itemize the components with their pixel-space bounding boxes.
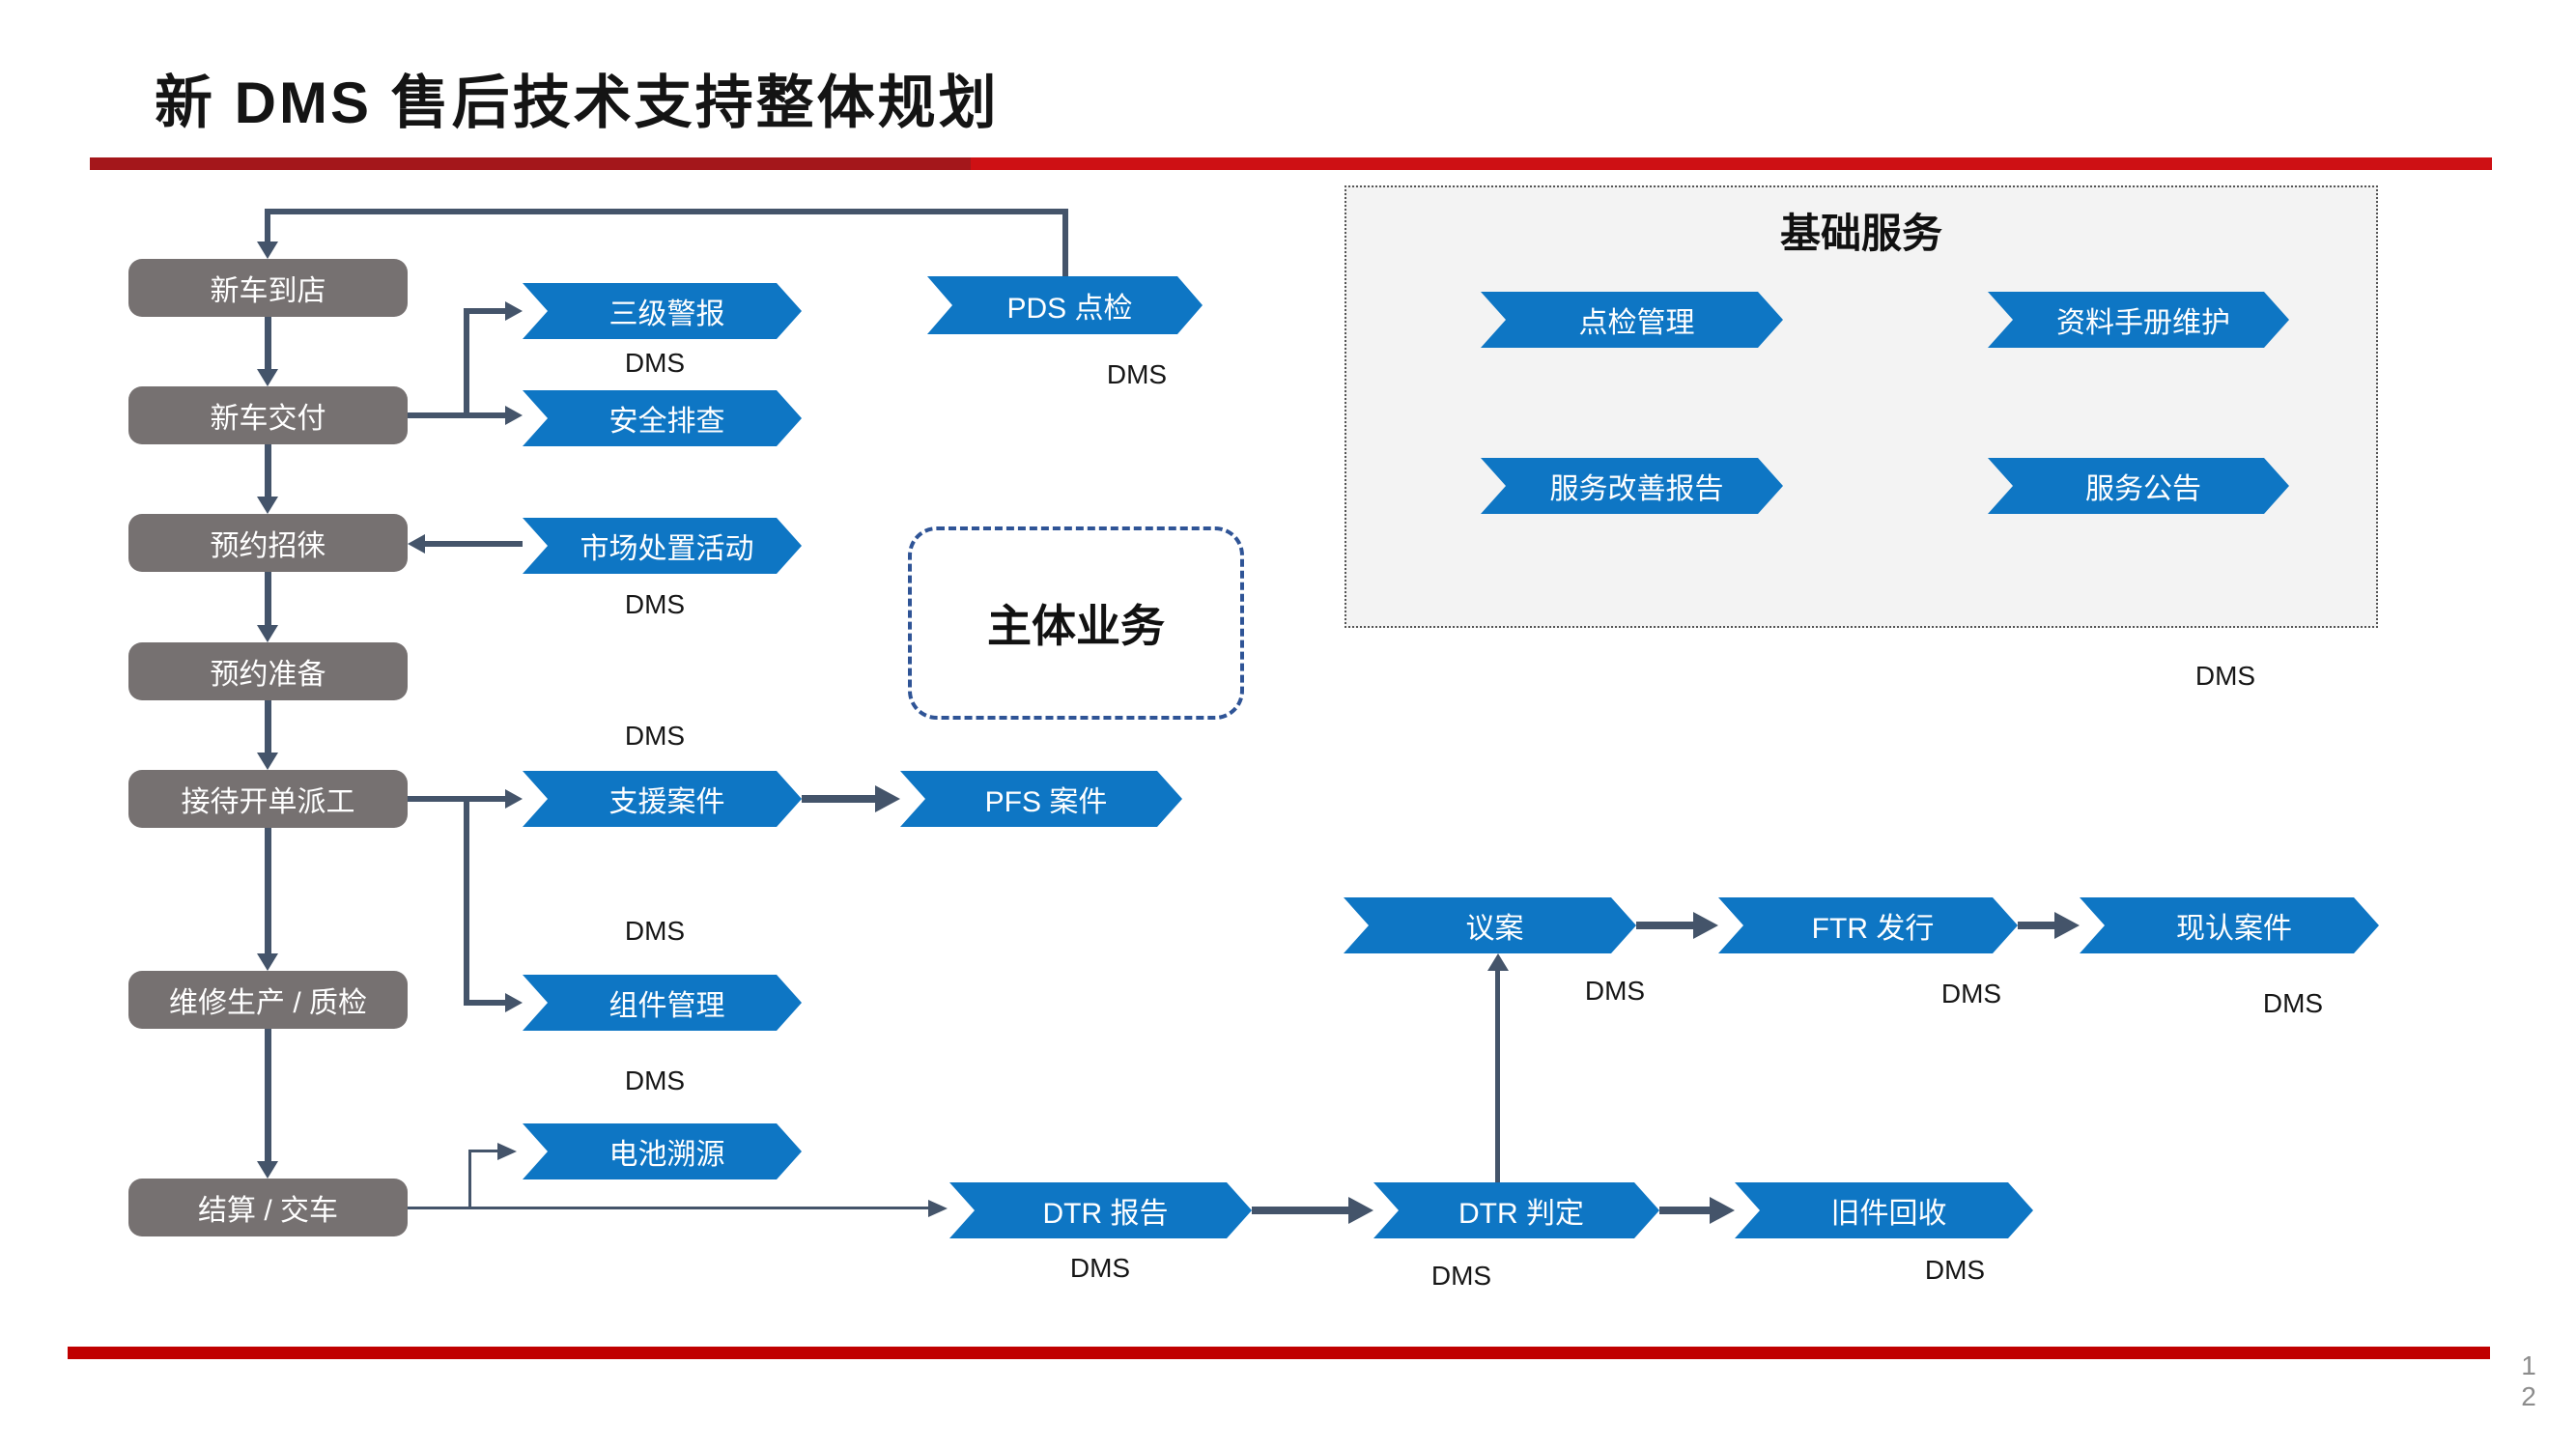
page-title: 新 DMS 售后技术支持整体规划 (155, 71, 1000, 135)
dms-label: DMS (624, 348, 686, 378)
step-new-car-delivery: 新车交付 (128, 386, 408, 444)
step-appointment-preparation: 预约准备 (128, 642, 408, 700)
connector-line (1495, 969, 1500, 1182)
arrow-head-right (505, 993, 523, 1012)
chevron-safety-check: 安全排查 (523, 390, 802, 446)
dms-label: DMS (624, 916, 686, 946)
chevron-service-notice: 服务公告 (1988, 458, 2289, 514)
arrow-head-right (497, 1143, 517, 1160)
dms-label: DMS (1940, 979, 2002, 1009)
chevron-dtr-judgment: DTR 判定 (1373, 1182, 1659, 1238)
arrow-head-down (257, 242, 278, 259)
page-number-digit: 1 (2521, 1350, 2536, 1380)
arrow-head-right (505, 406, 523, 425)
base-services-panel: 基础服务 (1345, 185, 2378, 628)
chevron-pds-inspection: PDS 点检 (927, 276, 1203, 334)
dms-label: DMS (624, 721, 686, 751)
connector-line (425, 541, 523, 547)
arrow-head-down (257, 497, 278, 514)
connector-line (408, 796, 505, 802)
arrow-head-up (1487, 953, 1509, 971)
chevron-proposal: 议案 (1344, 897, 1636, 953)
main-business-label: 主体业务 (987, 601, 1165, 651)
connector-line (408, 412, 505, 418)
arrow-head-down (257, 753, 278, 770)
dms-label: DMS (1069, 1253, 1131, 1283)
connector-line (802, 795, 875, 803)
connector-line (265, 828, 271, 955)
connector-line (1252, 1207, 1348, 1214)
step-settlement-delivery: 结算 / 交车 (128, 1179, 408, 1236)
connector-line (265, 444, 271, 498)
dms-label: DMS (2262, 988, 2324, 1018)
arrow-head-right (928, 1200, 948, 1217)
connector-line (464, 308, 505, 314)
arrow-head-right (1710, 1197, 1735, 1224)
connector-line (468, 1150, 497, 1152)
footer-rule (68, 1347, 2490, 1359)
connector-line (464, 796, 469, 1006)
chevron-manual-maintenance: 资料手册维护 (1988, 292, 2289, 348)
chevron-pfs-case: PFS 案件 (900, 771, 1182, 827)
arrow-head-left (408, 534, 425, 554)
dms-label: DMS (624, 589, 686, 619)
arrow-head-right (2054, 912, 2080, 939)
dms-label: DMS (1430, 1261, 1492, 1291)
chevron-inspection-management: 点检管理 (1481, 292, 1783, 348)
connector-line (265, 572, 271, 627)
chevron-old-parts-recycling: 旧件回收 (1735, 1182, 2033, 1238)
connector-line (464, 1000, 505, 1006)
chevron-component-management: 组件管理 (523, 975, 802, 1031)
arrow-head-right (505, 301, 523, 321)
chevron-service-improvement-report: 服务改善报告 (1481, 458, 1783, 514)
chevron-three-level-alarm: 三级警报 (523, 283, 802, 339)
connector-line (1636, 922, 1693, 929)
chevron-support-case: 支援案件 (523, 771, 802, 827)
dms-label: DMS (1106, 359, 1168, 389)
connector-line (2018, 922, 2054, 929)
step-new-car-arrival: 新车到店 (128, 259, 408, 317)
connector-line (265, 700, 271, 754)
step-appointment-solicitation: 预约招徕 (128, 514, 408, 572)
connector-line (265, 317, 271, 371)
step-repair-production-qc: 维修生产 / 质检 (128, 971, 408, 1029)
connector-line (1659, 1207, 1710, 1214)
arrow-head-down (257, 953, 278, 971)
chevron-market-disposal: 市场处置活动 (523, 518, 802, 574)
chevron-dtr-report: DTR 报告 (949, 1182, 1252, 1238)
connector-line (464, 308, 469, 418)
title-underline-right (971, 157, 2492, 170)
step-reception-work-order: 接待开单派工 (128, 770, 408, 828)
connector-line (468, 1151, 471, 1209)
arrow-head-right (875, 785, 900, 812)
connector-line (265, 1029, 271, 1163)
arrow-head-right (1348, 1197, 1373, 1224)
connector-line (408, 1207, 928, 1209)
arrow-head-down (257, 1161, 278, 1179)
connector-line (265, 209, 1068, 214)
title-underline-left (90, 157, 971, 170)
chevron-ftr-release: FTR 发行 (1718, 897, 2018, 953)
chevron-battery-traceability: 电池溯源 (523, 1123, 802, 1179)
arrow-head-down (257, 369, 278, 386)
chevron-confirmed-case: 现认案件 (2080, 897, 2379, 953)
connector-line (265, 209, 270, 243)
dms-label: DMS (1924, 1255, 1986, 1285)
dms-label: DMS (2194, 661, 2256, 691)
arrow-head-down (257, 625, 278, 642)
base-services-title: 基础服务 (1779, 211, 1942, 256)
connector-line (1062, 209, 1068, 276)
page-number-digit: 2 (2521, 1381, 2536, 1411)
arrow-head-right (1693, 912, 1718, 939)
dms-label: DMS (1584, 976, 1646, 1006)
main-business-box: 主体业务 (908, 526, 1244, 720)
dms-label: DMS (624, 1065, 686, 1095)
arrow-head-right (505, 789, 523, 809)
